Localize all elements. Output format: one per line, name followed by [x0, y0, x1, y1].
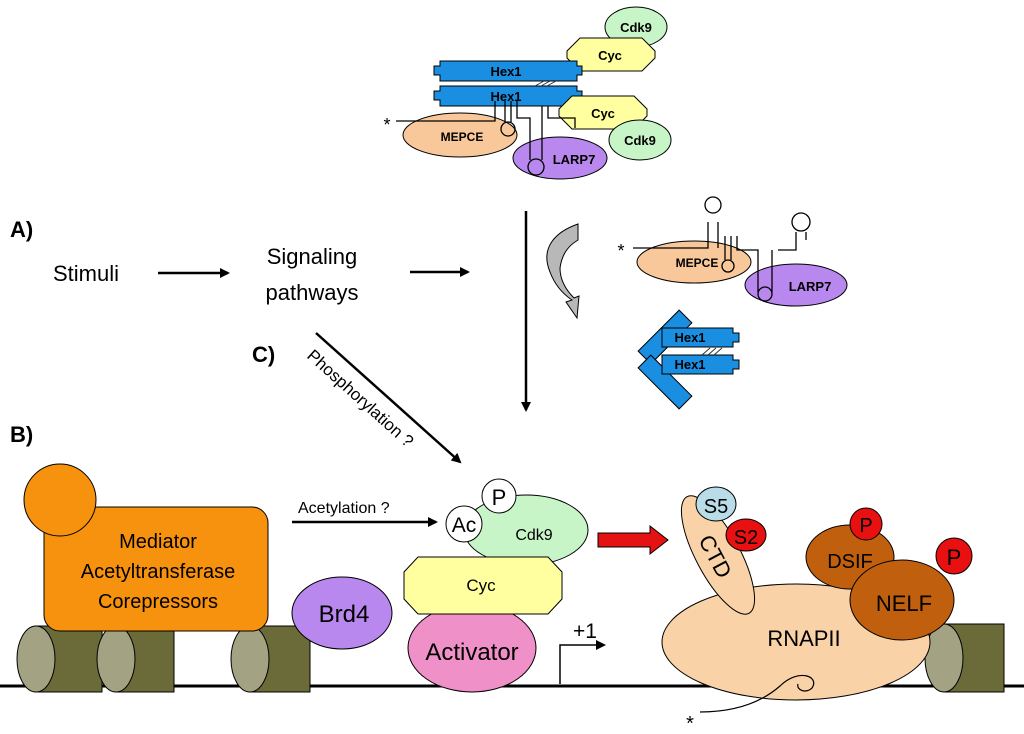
nucleosome-4: [924, 623, 1005, 693]
7sk-rna-released: [633, 196, 811, 302]
cyc-active-label: Cyc: [466, 576, 496, 595]
phospho-nelf: [935, 537, 973, 575]
acetyl-cdk9-label: Ac: [452, 514, 477, 537]
mediator-box: [43, 506, 269, 632]
nucleosomes: [16, 623, 1005, 693]
s5-label: S5: [704, 496, 728, 518]
nelf-label: NELF: [876, 591, 932, 616]
cyc-top-label: Cyc: [598, 48, 622, 63]
phospho-cdk9: [481, 478, 517, 514]
hex1-top: [433, 60, 583, 82]
asterisk-released: *: [617, 241, 624, 261]
phospho-dsif-label: P: [859, 515, 872, 537]
mediator-label-line1: Mediator: [119, 531, 197, 553]
cdk9-active-label: Cdk9: [515, 527, 552, 544]
tss-arrow: [559, 640, 606, 684]
7sk-snrnp-complex: Cdk9 Cyc Hex1 Hex1 Cyc Cdk9 MEPCE LARP7: [383, 6, 672, 180]
released-hex1-dimer: Hex1 Hex1: [637, 309, 740, 410]
asterisk-top: *: [383, 115, 390, 135]
nucleosome-2: [96, 625, 175, 693]
s2-label: S2: [734, 527, 758, 549]
cyc-active: [403, 556, 563, 615]
dsif-label: DSIF: [827, 551, 873, 573]
cdk9-bottom: [608, 119, 672, 161]
phospho-dsif: [849, 507, 883, 541]
mediator-head: [23, 463, 97, 537]
panel-label-b: B): [10, 422, 33, 447]
phosphorylation-label: Phosphorylation ?: [303, 346, 417, 451]
mepce-top-label: MEPCE: [441, 130, 484, 144]
larp7-top: [512, 136, 608, 180]
rnapii-label: RNAPII: [767, 626, 840, 651]
larp7-released: [744, 263, 848, 307]
nascent-rna: [699, 674, 815, 713]
asterisk-nascent: *: [686, 713, 694, 734]
cdk9-top-label: Cdk9: [620, 20, 652, 35]
s2-mark: [725, 518, 767, 552]
hex1-released-arm-bottom: [637, 354, 693, 410]
red-activation-arrow: [597, 524, 669, 556]
nelf: [849, 559, 955, 641]
hex1-bottom-label: Hex1: [490, 89, 521, 104]
hex1-released-top-label: Hex1: [674, 330, 705, 345]
signaling-label-line2: pathways: [266, 280, 359, 305]
phospho-cdk9-label: P: [492, 485, 507, 510]
acetyl-cdk9: [445, 505, 483, 543]
signaling-label-line1: Signaling: [267, 244, 358, 269]
mediator-label-line2: Acetyltransferase: [81, 561, 236, 583]
tss-label: +1: [573, 620, 597, 643]
hex1-released-bottom-label: Hex1: [674, 357, 705, 372]
larp7-released-label: LARP7: [789, 279, 832, 294]
cdk9-bottom-label: Cdk9: [624, 133, 656, 148]
nucleosome-1: [16, 625, 103, 693]
larp7-top-label: LARP7: [553, 152, 596, 167]
7sk-rna-top: [396, 101, 576, 176]
acetylation-label: Acetylation ?: [298, 500, 390, 517]
s5-mark: [695, 486, 737, 522]
stimuli-label: Stimuli: [53, 261, 119, 286]
cyc-bottom-label: Cyc: [591, 106, 615, 121]
panel-label-c: C): [252, 342, 275, 367]
mepce-released-label: MEPCE: [676, 256, 719, 270]
released-7sk-rnp: MEPCE LARP7 *: [617, 196, 848, 307]
brd4: [291, 576, 393, 650]
mepce-released: [636, 240, 752, 284]
brd4-label: Brd4: [319, 601, 370, 628]
dissociation-curved-arrow: [546, 223, 580, 320]
phosphorylation-arrow: [315, 332, 462, 464]
hex1-released-bottom: [661, 354, 740, 375]
mediator-label-line3: Corepressors: [98, 591, 218, 613]
mepce-top: [402, 112, 518, 158]
hex1-top-label: Hex1: [490, 64, 521, 79]
cyc-top: [566, 37, 656, 72]
activator-label: Activator: [425, 639, 518, 666]
nucleosome-3: [230, 625, 311, 693]
phospho-nelf-label: P: [947, 545, 962, 570]
hex1-released-top: [661, 327, 740, 348]
panel-label-a: A): [10, 217, 33, 242]
